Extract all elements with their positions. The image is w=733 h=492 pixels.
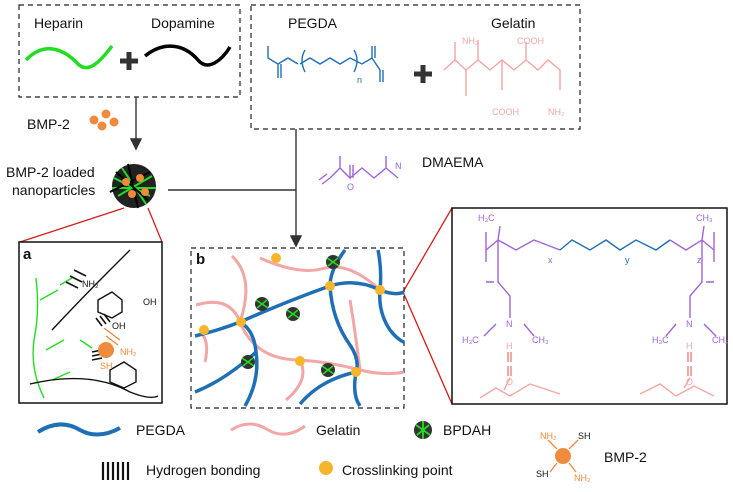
chem-gelatin-cooh-bottom: COOH: [492, 107, 519, 117]
zoom-ch3-n-right: CH₃: [712, 335, 729, 345]
zoom-n-left: N: [506, 319, 513, 329]
panel-a-oh-top: OH: [143, 297, 157, 307]
legend-bmp2-label: BMP-2: [604, 449, 647, 465]
legend-gelatin-line: [230, 422, 306, 436]
dopamine-strand: [143, 44, 232, 67]
chem-gelatin-cooh-top: COOH: [517, 36, 544, 46]
plus-sign-2: [414, 65, 432, 83]
legend-bmp2-nh2-bottom: NH₂: [574, 473, 591, 483]
panel-a-structures: [29, 249, 159, 399]
zoom-z: z: [697, 255, 702, 265]
label-dopamine: Dopamine: [151, 15, 215, 31]
legend-bpdah-icon: [414, 421, 432, 439]
zoom-o-right: O: [686, 377, 694, 387]
label-heparin: Heparin: [34, 15, 84, 31]
panel-a-sh: SH: [100, 361, 113, 371]
panel-a-bmp2-sphere: [98, 342, 114, 358]
label-dmaema: DMAEMA: [422, 154, 484, 170]
dmaema-structure: [318, 156, 399, 185]
legend-hbond-icon: [101, 462, 130, 480]
zoom-ch3-n-left: CH₃: [532, 335, 549, 345]
chem-gelatin-nh2-top: NH₂: [462, 36, 479, 46]
pegda-gelatin-box: [250, 4, 581, 130]
legend-bmp2-sh-top: SH: [578, 431, 591, 441]
label-nanoparticles-line2: nanoparticles: [12, 182, 96, 198]
gelatin-structure: [443, 40, 561, 96]
legend-hbond-label: Hydrogen bonding: [146, 462, 261, 478]
zoom-h-right: H: [686, 341, 693, 351]
legend-bpdah-label: BPDAH: [443, 422, 492, 438]
heparin-dopamine-box: [18, 4, 241, 98]
label-bmp2: BMP-2: [27, 116, 70, 132]
plus-sign-1: [120, 52, 138, 70]
legend-bmp2-sh-bottom: SH: [536, 469, 549, 479]
zoom-x: x: [548, 255, 553, 265]
heparin-strand: [24, 44, 114, 70]
panel-b-tag: b: [196, 251, 206, 268]
nanoparticle-cluster: [109, 163, 156, 209]
legend-bmp2-sphere: [555, 448, 571, 464]
chem-dmaema-o: O: [347, 182, 355, 192]
legend-crosslink-label: Crosslinking point: [342, 462, 453, 478]
panel-a-nh2-orange: NH₂: [120, 347, 137, 357]
label-nanoparticles-line1: BMP-2 loaded: [6, 164, 95, 180]
flow-arrows: [129, 97, 303, 248]
panel-a-tag: a: [23, 246, 32, 263]
callout-lines: [19, 207, 453, 405]
panel-a-nh2: NH₂: [82, 279, 99, 289]
zoom-panel-structure: [479, 225, 717, 399]
panel-b-bpdah-particles: [241, 255, 340, 377]
chem-pegda-n: n: [357, 75, 363, 85]
legend-bmp2-nh2-top: NH₂: [540, 431, 557, 441]
panel-b-box: [190, 247, 405, 409]
panel-a-box: [18, 241, 163, 404]
legend-gelatin-label: Gelatin: [316, 422, 361, 438]
legend-bmp2-bonds: [547, 439, 579, 473]
zoom-h3c-n-left: H₃C: [462, 335, 479, 345]
panel-a-oh-mid: OH: [112, 321, 126, 331]
zoom-o-left: O: [506, 377, 514, 387]
legend-crosslink-dot: [319, 461, 333, 475]
chem-dmaema-n: N: [395, 161, 402, 171]
label-pegda: PEGDA: [288, 15, 338, 31]
label-gelatin: Gelatin: [491, 15, 536, 31]
zoom-n-right: N: [686, 319, 693, 329]
legend-pegda-line: [36, 422, 121, 437]
zoom-ch3-right: CH₃: [696, 213, 713, 223]
pegda-structure: [267, 46, 384, 82]
zoom-y: y: [625, 255, 630, 265]
zoom-h3c-n-right: H₃C: [652, 335, 669, 345]
panel-b-crosslinks: [199, 253, 385, 377]
legend-pegda-label: PEGDA: [136, 422, 186, 438]
chem-gelatin-nh2-bottom: NH₂: [548, 107, 565, 117]
zoom-h-left: H: [506, 341, 513, 351]
zoom-h3c-left: H₃C: [478, 213, 495, 223]
zoom-panel-box: [451, 207, 728, 405]
bmp2-spheres: [89, 109, 119, 131]
